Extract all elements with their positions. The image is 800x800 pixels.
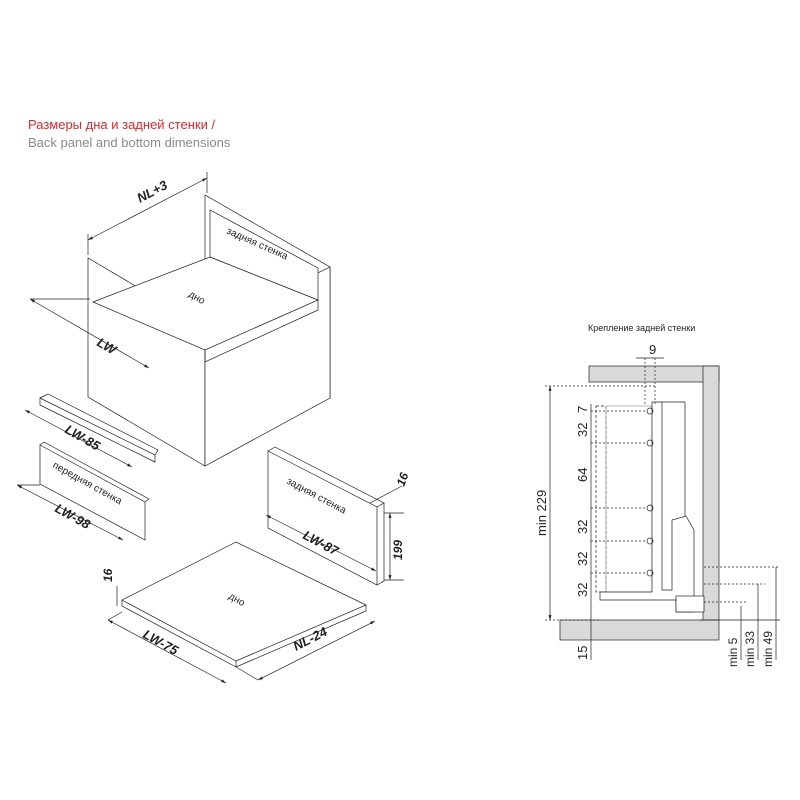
dim-nl-plus-3: NL+3: [134, 177, 170, 206]
dim-spacing-32d: 32: [575, 583, 590, 597]
dim-spacing-32a: 32: [575, 423, 590, 437]
dim-min-33: min 33: [743, 631, 757, 667]
dim-back-thickness: 16: [394, 470, 412, 488]
dim-spacing-32b: 32: [575, 520, 590, 534]
section-view: [545, 357, 780, 660]
dim-min-229: min 229: [534, 490, 549, 536]
dim-spacing-64: 64: [575, 468, 590, 482]
dim-back-height: 199: [391, 540, 405, 560]
dim-spacing-7: 7: [575, 406, 590, 413]
bottom-panel-part: [107, 541, 376, 684]
dim-spacing-32c: 32: [575, 552, 590, 566]
dim-bottom-15: 15: [575, 646, 590, 660]
dim-9: 9: [649, 342, 656, 357]
title-english: Back panel and bottom dimensions: [28, 135, 231, 150]
section-caption: Крепление задней стенки: [588, 323, 695, 333]
dim-bottom-thickness: 16: [101, 568, 115, 582]
dim-min-5: min 5: [726, 637, 740, 667]
back-panel-part: [265, 446, 404, 586]
rail-part: [24, 393, 159, 468]
front-wall-part: [16, 441, 150, 541]
dim-lw-75: LW-75: [141, 627, 182, 659]
title-russian: Размеры дна и задней стенки /: [28, 117, 216, 132]
dim-min-49: min 49: [761, 631, 775, 667]
